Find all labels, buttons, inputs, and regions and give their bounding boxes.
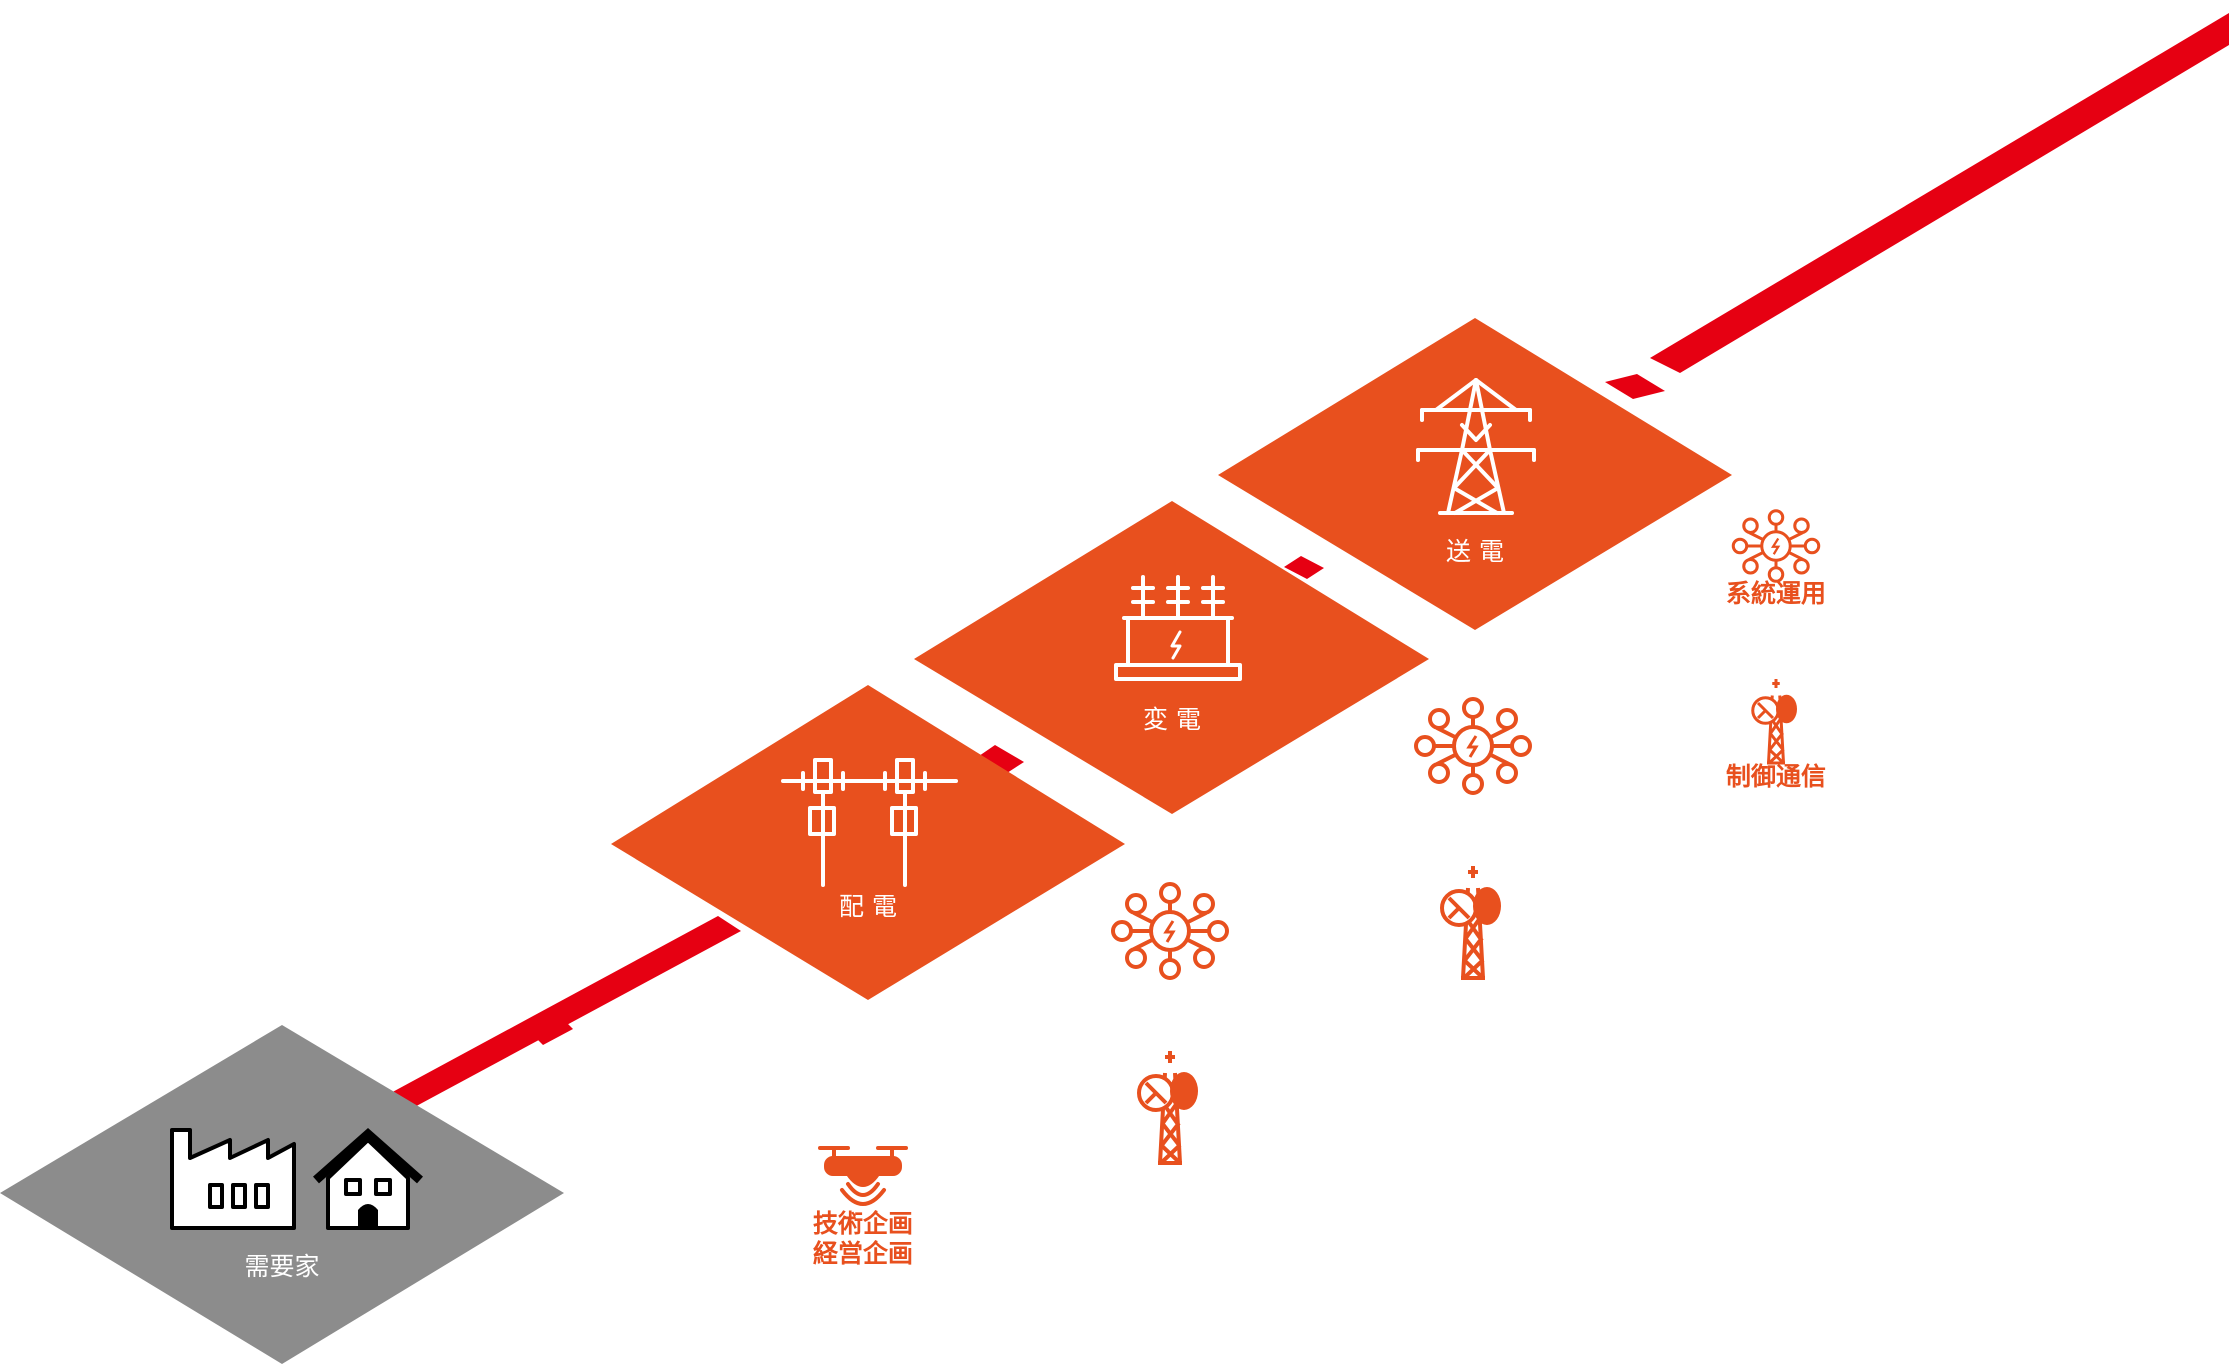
distribution-stage: 配 電 [611,685,1125,1000]
transmission-stage: 送 電 [1218,318,1732,630]
radio-tower-substation [1137,1049,1200,1165]
customer-stage: 需要家 [0,1025,564,1364]
power-line [387,13,2229,1110]
house-icon [313,1127,423,1230]
substation-label: 変 電 [1143,705,1201,734]
customer-label: 需要家 [244,1252,319,1281]
planning-label-line1: 技術企画 [813,1209,913,1238]
power-line-segment [528,1014,573,1045]
distribution-label: 配 電 [839,892,897,921]
power-network-icon [1414,697,1532,795]
power-line-segment [979,745,1024,773]
drone-icon [818,1146,908,1206]
radio-tower-icon [1751,677,1799,765]
power-network-icon [1111,882,1229,980]
network-icon-operation [1731,509,1821,583]
power-line-segment [1605,374,1665,399]
control-communication-label: 制御通信 [1726,762,1826,791]
radio-tower-transmission [1440,864,1503,980]
substation-tile [914,501,1429,814]
planning-label-line2: 経営企画 [813,1239,913,1268]
factory-icon [170,1128,296,1230]
transmission-label: 送 電 [1446,537,1504,566]
power-line-segment [387,916,741,1110]
power-network-icon [1731,509,1821,583]
radio-tower-icon [1440,864,1503,980]
network-icon-substation [1111,882,1229,980]
distribution-tile [611,685,1125,1000]
network-icon-transmission [1414,697,1532,795]
system-operation-label: 系統運用 [1726,579,1826,608]
radio-tower-control [1751,677,1799,765]
substation-icon [1114,575,1242,681]
power-line-segment [1284,556,1324,579]
transmission-tile [1218,318,1732,630]
power-line-segment [1650,13,2229,373]
substation-stage: 変 電 [914,501,1429,814]
radio-tower-icon [1137,1049,1200,1165]
utility-pole-icon [781,758,958,887]
transmission-tower-icon [1416,378,1536,515]
